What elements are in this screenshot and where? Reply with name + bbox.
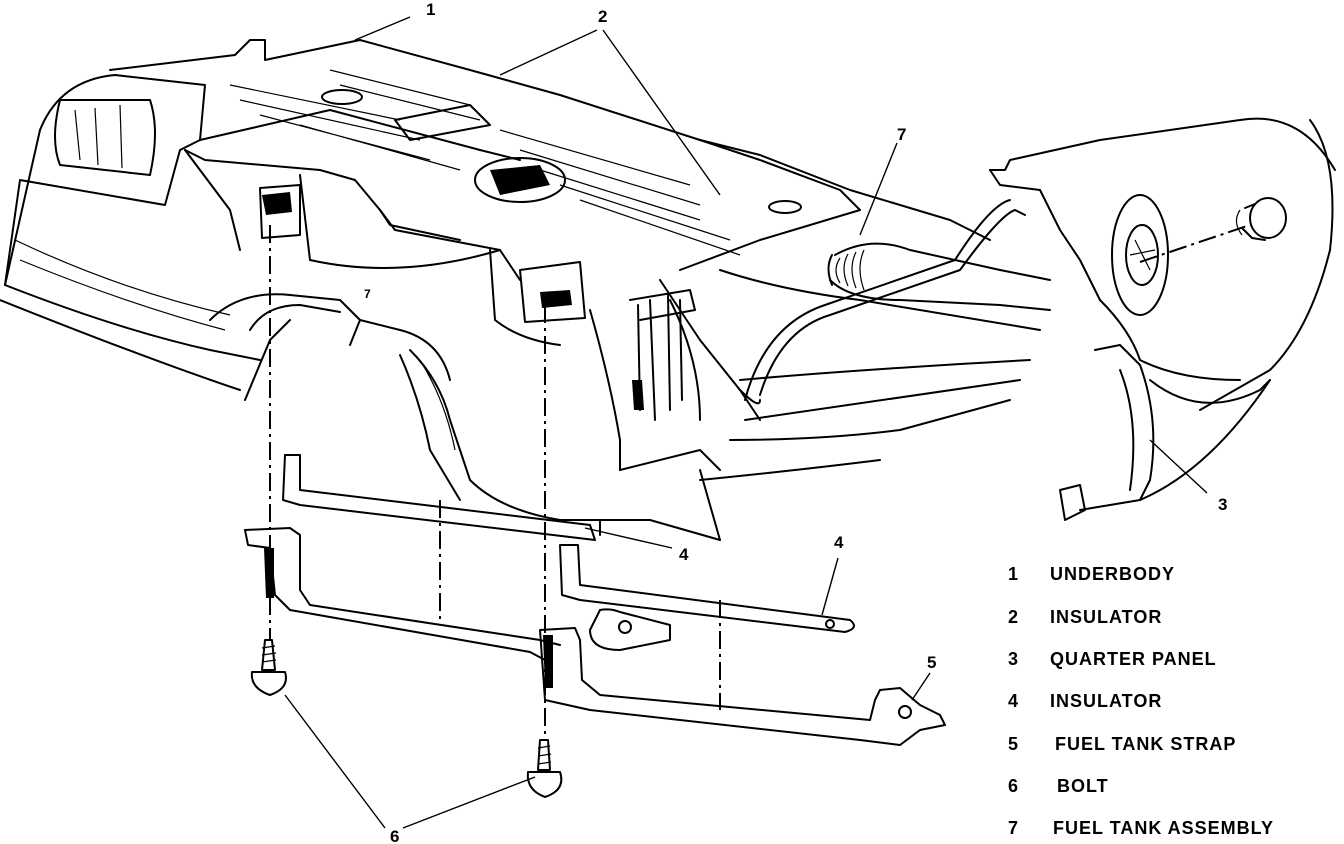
quarter-panel xyxy=(989,117,1336,521)
bolt-left xyxy=(250,639,287,696)
legend-label: INSULATOR xyxy=(1050,691,1163,711)
legend-number: 6 xyxy=(1008,776,1020,796)
callout-7-small: 7 xyxy=(364,287,371,301)
assembly-line-strap xyxy=(439,500,721,710)
legend-number: 1 xyxy=(1008,564,1020,584)
legend-label: BOLT xyxy=(1057,776,1109,796)
leader-lines xyxy=(284,16,1208,829)
callout-6: 6 xyxy=(390,827,399,844)
legend-number: 5 xyxy=(1008,734,1020,754)
insulator-lower xyxy=(559,544,855,633)
callout-2: 2 xyxy=(598,7,607,26)
bolt-right xyxy=(526,739,563,798)
fuel-tank-assembly xyxy=(209,199,1051,541)
fuel-tank-strap-left xyxy=(244,527,671,661)
callout-3: 3 xyxy=(1218,495,1227,514)
insulator-upper xyxy=(282,454,601,541)
legend-label: INSULATOR xyxy=(1050,607,1163,627)
legend-number: 4 xyxy=(1008,691,1020,711)
fuel-cap xyxy=(1235,197,1287,241)
legend-number: 7 xyxy=(1008,818,1020,838)
underbody xyxy=(0,39,1041,541)
legend-label: UNDERBODY xyxy=(1050,564,1176,584)
legend-label: FUEL TANK ASSEMBLY xyxy=(1053,818,1275,838)
legend-number: 2 xyxy=(1008,607,1020,627)
callout-5: 5 xyxy=(927,653,936,672)
legend-number: 3 xyxy=(1008,649,1020,669)
legend-label: FUEL TANK STRAP xyxy=(1055,734,1237,754)
legend-label: QUARTER PANEL xyxy=(1050,649,1217,669)
callout-7: 7 xyxy=(897,125,906,144)
callout-4-lower: 4 xyxy=(834,533,844,552)
fuel-tank-strap-right xyxy=(539,627,946,746)
callout-4-upper: 4 xyxy=(679,545,689,564)
callout-1: 1 xyxy=(426,0,435,19)
